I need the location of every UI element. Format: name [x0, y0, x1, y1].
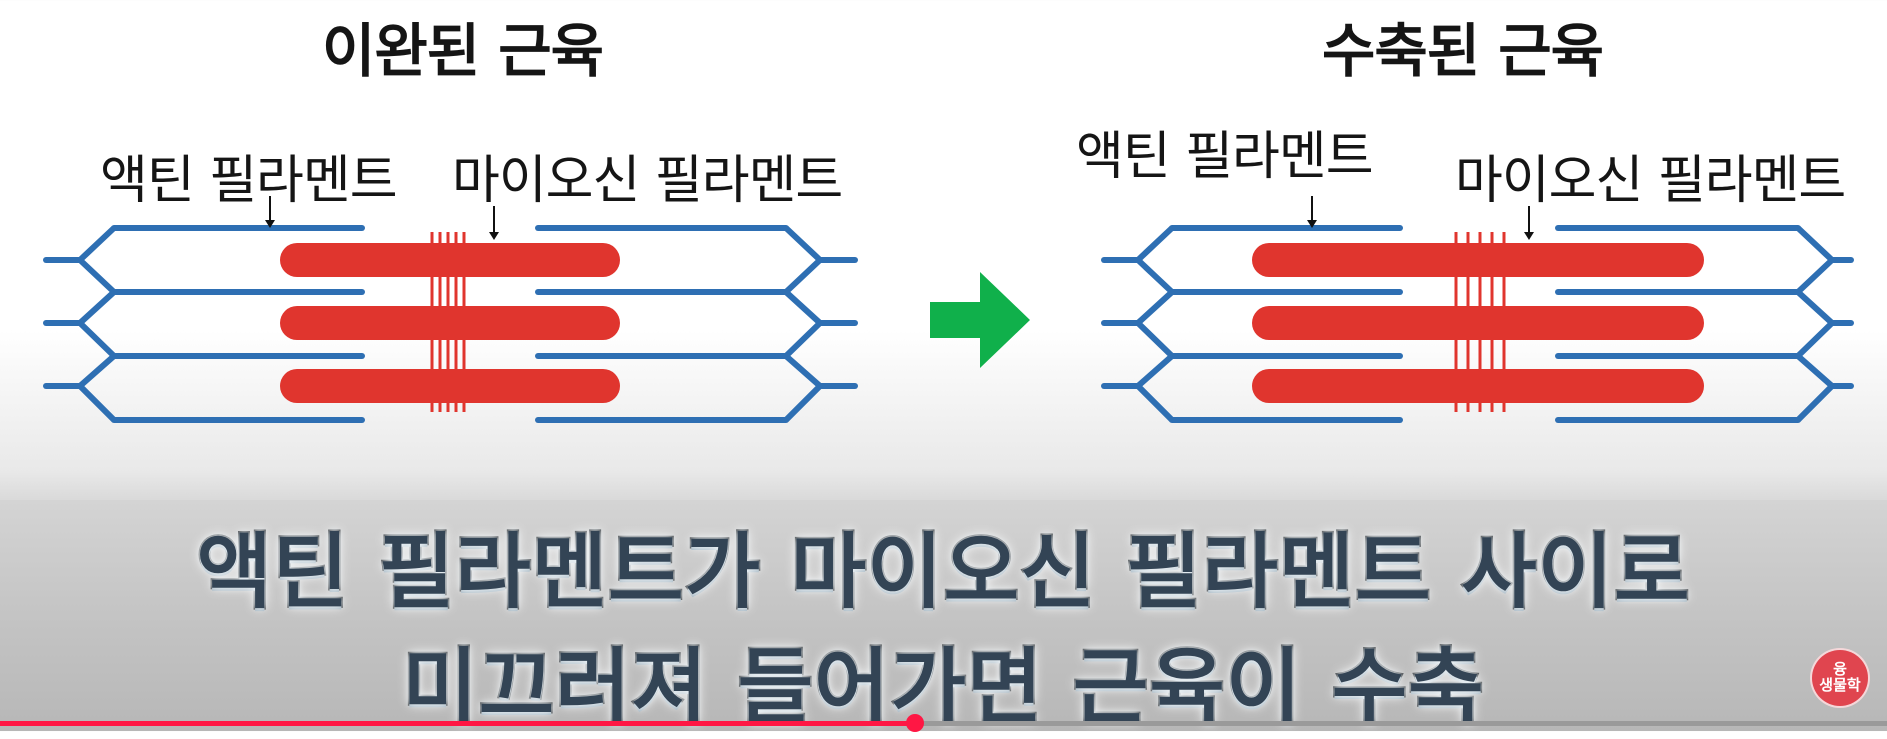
video-progress-handle[interactable] — [906, 714, 925, 732]
channel-logo[interactable]: 융 생물학 — [1812, 650, 1868, 706]
left-myosin-filament-label: 마이오신 필라멘트 — [452, 151, 843, 211]
channel-logo-text-2: 생물학 — [1819, 676, 1861, 694]
left-myosin-pointer-head — [489, 232, 499, 240]
left-actin-filament-label: 액틴 필라멘트 — [100, 151, 398, 211]
left-myosin-2 — [280, 369, 620, 403]
left-myosin-0 — [280, 243, 620, 277]
right-myosin-filament-label: 마이오신 필라멘트 — [1455, 151, 1846, 211]
video-progress-fill — [0, 721, 916, 726]
relaxed-muscle-title: 이완된 근육 — [322, 17, 604, 85]
contracted-sarcomere — [1101, 196, 1854, 423]
channel-logo-text-1: 융 — [1833, 660, 1847, 679]
left-myosin-1 — [280, 306, 620, 340]
video-progress-track[interactable] — [0, 721, 1887, 726]
right-z-disc-left — [1135, 225, 1175, 423]
right-actin-filament-label: 액틴 필라멘트 — [1076, 127, 1374, 187]
right-myosin-0 — [1252, 243, 1704, 277]
subtitle-line-1: 액틴 필라멘트가 마이오신 필라멘트 사이로 — [195, 524, 1691, 622]
right-arrow-icon — [930, 272, 1030, 368]
left-actin-pointer-head — [265, 220, 275, 228]
left-z-disc-right — [783, 225, 823, 423]
sarcomere-diagram — [43, 196, 1854, 423]
relaxed-sarcomere — [43, 196, 858, 423]
right-myosin-2 — [1252, 369, 1704, 403]
right-myosin-1 — [1252, 306, 1704, 340]
right-z-disc-right — [1795, 225, 1835, 423]
left-z-disc-left — [77, 225, 117, 423]
contracted-muscle-title: 수축된 근육 — [1322, 17, 1604, 85]
subtitle-line-2: 미끄러져 들어가면 근육이 수축 — [401, 639, 1485, 737]
right-myosin-pointer-head — [1524, 232, 1534, 240]
right-actin-pointer-head — [1307, 220, 1317, 228]
subtitle-band — [0, 500, 1887, 731]
